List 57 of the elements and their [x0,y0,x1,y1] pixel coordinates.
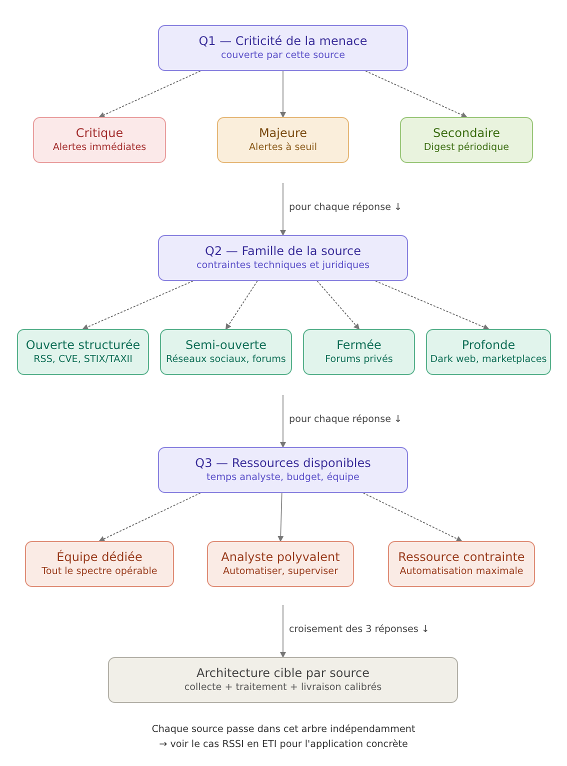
footnote: → voir le cas RSSI en ETI pour l'application concrète [159,738,408,752]
arrow [82,280,194,330]
node-subtitle: Réseaux sociaux, forums [166,353,286,367]
footnote: Chaque source passe dans cet arbre indépendamment [152,723,416,737]
arrow [225,280,258,330]
node-subtitle: couverte par cette source [221,49,345,63]
arrow [98,70,201,118]
node-subtitle: Forums privés [325,353,393,367]
category-box [160,329,292,375]
node-title: Architecture cible par source [196,665,370,681]
arrow [280,604,286,658]
node-title: Majeure [258,125,308,141]
node-subtitle: Tout le spectre opérable [42,565,158,579]
node-title: Analyste polyvalent [221,549,340,565]
node-subtitle: Alertes à seuil [248,141,318,155]
node-subtitle: Automatiser, superviser [222,565,338,579]
arrow [278,492,284,542]
arrow [98,492,201,542]
arrow [280,182,286,236]
node-title: Fermée [336,337,382,353]
node-title: Q2 — Famille de la source [205,243,361,259]
node-title: Q1 — Criticité de la menace [198,33,368,49]
node-subtitle: Automatisation maximale [400,565,524,579]
question-box [158,25,408,71]
category-box [303,329,415,375]
category-box [388,541,535,587]
node-title: Équipe dédiée [56,549,142,565]
node-title: Ressource contrainte [398,549,525,565]
node-subtitle: Alertes immédiates [52,141,146,155]
category-box [400,117,533,163]
node-subtitle: Digest périodique [424,141,510,155]
category-box [17,329,149,375]
arrow [280,70,286,118]
arrow [365,70,468,118]
category-box [33,117,166,163]
node-subtitle: contraintes techniques et juridiques [196,259,370,273]
arrow [280,394,286,448]
node-title: Profonde [462,337,516,353]
node-title: Semi-ouverte [185,337,267,353]
node-title: Critique [76,125,124,141]
category-box [426,329,551,375]
arrow [316,280,360,330]
node-title: Secondaire [433,125,500,141]
result-box [108,657,458,703]
category-box [217,117,349,163]
node-subtitle: Dark web, marketplaces [430,353,547,367]
arrow [362,492,462,542]
node-subtitle: temps analyste, budget, équipe [206,471,360,485]
category-box [25,541,174,587]
arrow [375,280,490,330]
question-box [158,235,408,281]
category-box [207,541,354,587]
node-subtitle: collecte + traitement + livraison calibrés [184,681,382,695]
node-subtitle: RSS, CVE, STIX/TAXII [34,353,132,367]
node-title: Q3 — Ressources disponibles [195,455,371,471]
node-title: Ouverte structurée [26,337,140,353]
question-box [158,447,408,493]
